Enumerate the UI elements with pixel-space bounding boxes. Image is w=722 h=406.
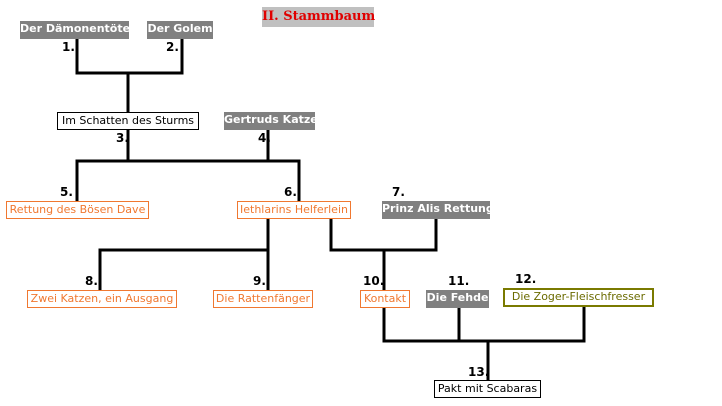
node-pakt-mit-scabaras[interactable]: Pakt mit Scabaras [434,380,541,398]
node-die-fehde[interactable]: Die Fehde [426,290,489,308]
connector-6-7-to-10 [329,216,438,252]
node-im-schatten-des-sturms[interactable]: Im Schatten des Sturms [57,112,199,130]
node-zwei-katzen-ein-ausgang[interactable]: Zwei Katzen, ein Ausgang [27,290,177,308]
number-2: 2. [166,40,179,54]
node-die-rattenfaenger[interactable]: Die Rattenfänger [213,290,313,308]
node-kontakt[interactable]: Kontakt [360,290,410,308]
number-12: 12. [515,272,537,286]
number-4: 4. [258,131,271,145]
page-title: II. Stammbaum [262,7,375,27]
number-3: 3. [116,131,129,145]
node-die-zoger-fleischfresser[interactable]: Die Zoger-Fleischfresser [503,288,654,307]
node-der-daemonentoeter[interactable]: Der Dämonentöter [20,21,129,39]
number-11: 11. [448,274,470,288]
number-10: 10. [363,274,385,288]
connector-6-to-8-9 [98,248,270,291]
node-rettung-des-boesen-dave[interactable]: Rettung des Bösen Dave [6,201,149,219]
number-1: 1. [62,40,75,54]
number-9: 9. [253,274,266,288]
node-gertruds-katze[interactable]: Gertruds Katze [224,112,315,130]
number-8: 8. [85,274,98,288]
number-7: 7. [392,185,405,199]
number-5: 5. [60,185,73,199]
connector-3-4-to-5-6 [75,159,301,202]
number-13: 13. [468,365,490,379]
connector-10-11-12-to-13 [382,304,586,343]
number-6: 6. [284,185,297,199]
node-iethlarins-helferlein[interactable]: Iethlarins Helferlein [237,201,351,219]
node-prinz-alis-rettung[interactable]: Prinz Alis Rettung [382,201,490,219]
node-der-golem[interactable]: Der Golem [147,21,213,39]
